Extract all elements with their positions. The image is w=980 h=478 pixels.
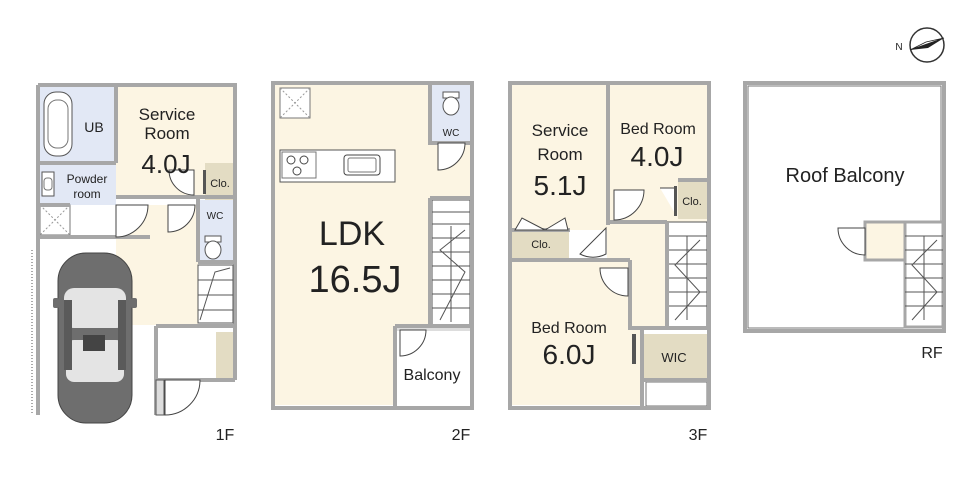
ub-label: UB (84, 119, 103, 135)
compass-icon: N (895, 27, 945, 63)
service-room-3f-size: 5.1J (534, 170, 587, 201)
wic-3f-label: WIC (661, 350, 686, 365)
floor-plan-1f: UB Service Room 4.0J Clo. Powder room WC… (31, 83, 237, 444)
compass-north-label: N (895, 42, 902, 53)
closet-3f-service (512, 230, 569, 258)
service-room-1f-name-1: Service (139, 105, 196, 124)
door-1f-wc (167, 204, 196, 233)
floor-label-rf: RF (921, 345, 943, 362)
service-room-3f-name-2: Room (537, 145, 582, 164)
bed-room-3f-small-size: 4.0J (631, 141, 684, 172)
closet-3f-bed-label: Clo. (682, 196, 702, 208)
floor-plan-2f: WC LDK 16.5J Balcony 2F (271, 81, 474, 444)
powder-room-label-1: Powder (67, 172, 108, 186)
floor-label-3f: 3F (689, 427, 708, 444)
service-room-3f (512, 85, 607, 230)
service-room-1f-name-2: Room (144, 124, 189, 143)
stairs-1f (197, 264, 234, 324)
closet-3f-bed (678, 182, 707, 219)
closet-3f-service-label: Clo. (531, 239, 551, 251)
bed-room-3f-small-name: Bed Room (620, 121, 696, 138)
bed-room-3f-large-name: Bed Room (531, 320, 607, 337)
storage-1f (216, 332, 233, 378)
ldk-name: LDK (319, 215, 385, 253)
closet-1f (205, 163, 233, 200)
stairs-rf (903, 220, 945, 329)
wc-1f-label: WC (207, 211, 224, 222)
door-2f-wc (437, 142, 466, 171)
roof-balcony-label: Roof Balcony (786, 165, 905, 187)
kitchen-counter (279, 149, 396, 183)
service-room-1f-size: 4.0J (141, 149, 190, 179)
bed-room-3f-large-size: 6.0J (543, 339, 596, 370)
wic-3f (644, 334, 707, 378)
wc-2f-label: WC (443, 128, 460, 139)
floor-plan-rf: Roof Balcony RF (743, 81, 946, 362)
floor-plan-3f: Service Room 5.1J Bed Room 4.0J Clo. Clo… (508, 81, 711, 444)
car-icon (53, 252, 137, 424)
toilet-icon-2f (442, 91, 460, 116)
door-2f-balcony (399, 329, 427, 357)
entrance-door (164, 379, 201, 416)
stair-hall-rf (863, 220, 907, 262)
stairs-3f (666, 221, 708, 328)
toilet-icon (204, 235, 222, 260)
powder-room-label-2: room (73, 187, 100, 201)
bathtub-icon (43, 91, 73, 157)
door-1f-hall (115, 204, 149, 238)
service-room-3f-name-1: Service (532, 121, 589, 140)
balcony-2f-label: Balcony (404, 367, 461, 384)
ldk-size: 16.5J (309, 259, 402, 301)
floor-label-2f: 2F (452, 427, 471, 444)
stairs-2f (431, 199, 471, 326)
closet-1f-label: Clo. (210, 178, 230, 190)
floor-label-1f: 1F (216, 427, 235, 444)
